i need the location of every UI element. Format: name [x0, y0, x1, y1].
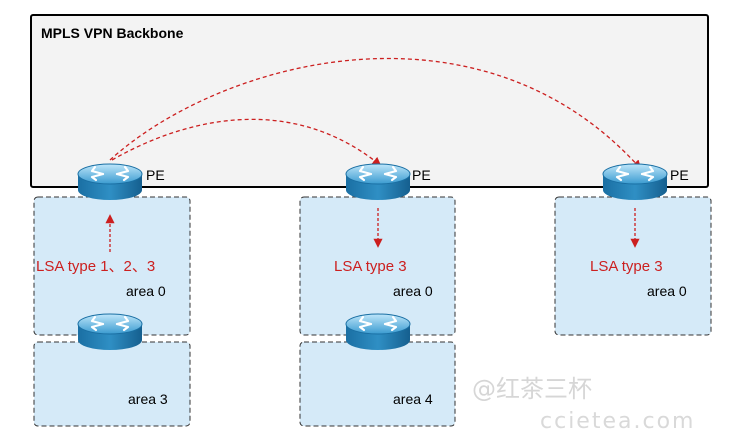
site2-lower-area — [299, 341, 456, 427]
pe1-label: PE — [146, 167, 165, 183]
pe2-router-icon — [344, 162, 412, 202]
site3-lsa-label: LSA type 3 — [590, 258, 663, 275]
site1-lower-area-label: area 3 — [128, 391, 168, 407]
site2-lsa-label: LSA type 3 — [334, 258, 407, 275]
watermark-line2: ccietea.com — [540, 409, 695, 434]
site2-upper-area-label: area 0 — [393, 283, 433, 299]
pe1-router-icon — [76, 162, 144, 202]
site1-lsa-label: LSA type 1、2、3 — [36, 258, 155, 275]
site1-ce-router-icon — [76, 312, 144, 352]
site2-lower-area-label: area 4 — [393, 391, 433, 407]
backbone-title: MPLS VPN Backbone — [41, 25, 184, 41]
pe2-label: PE — [412, 167, 431, 183]
arrow-pe1-to-pe2 — [111, 118, 382, 167]
site2-ce-router-icon — [344, 312, 412, 352]
site1-lower-area — [33, 341, 191, 427]
watermark-line1: @红茶三杯 — [472, 375, 592, 403]
site1-upper-area-label: area 0 — [126, 283, 166, 299]
pe3-label: PE — [670, 167, 689, 183]
pe3-router-icon — [601, 162, 669, 202]
site3-upper-area-label: area 0 — [647, 283, 687, 299]
